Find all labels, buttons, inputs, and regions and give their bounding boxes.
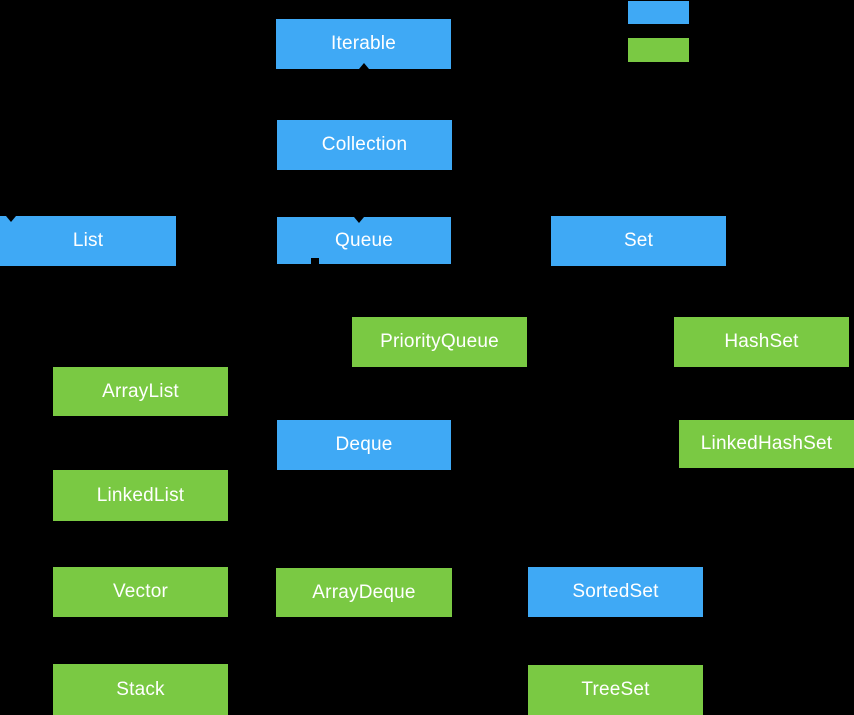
node-iterable: Iterable bbox=[276, 19, 451, 69]
node-label: HashSet bbox=[724, 331, 799, 352]
connector-arrowtip-iterable-bottom bbox=[359, 63, 369, 69]
node-label: Set bbox=[623, 230, 654, 251]
node-linkedhashset: LinkedHashSet bbox=[679, 420, 854, 468]
node-queue: Queue bbox=[277, 217, 451, 264]
node-vector: Vector bbox=[53, 567, 228, 617]
node-label: LinkedHashSet bbox=[700, 433, 833, 454]
node-label: LinkedList bbox=[96, 484, 185, 506]
node-label: PriorityQueue bbox=[380, 331, 499, 352]
node-arraydeque: ArrayDeque bbox=[276, 568, 452, 617]
node-label: Queue bbox=[334, 229, 394, 251]
connector-stub-queue-bottom bbox=[311, 258, 319, 267]
node-hashset: HashSet bbox=[674, 317, 849, 367]
node-arraylist: ArrayList bbox=[53, 367, 228, 416]
node-label: Iterable bbox=[331, 33, 396, 54]
node-priorityqueue: PriorityQueue bbox=[352, 317, 527, 367]
node-label: TreeSet bbox=[581, 679, 650, 700]
node-set: Set bbox=[551, 216, 726, 266]
node-sortedset: SortedSet bbox=[528, 567, 703, 617]
legend-class-color-swatch bbox=[628, 38, 689, 62]
node-label: List bbox=[72, 230, 104, 251]
node-label: SortedSet bbox=[572, 581, 659, 602]
node-label: Stack bbox=[116, 678, 165, 700]
legend-interface-color-swatch bbox=[628, 1, 689, 24]
node-label: Deque bbox=[335, 434, 393, 455]
node-label: Collection bbox=[321, 134, 408, 155]
node-treeset: TreeSet bbox=[528, 665, 703, 715]
node-deque: Deque bbox=[277, 420, 451, 470]
node-collection: Collection bbox=[277, 120, 452, 170]
node-stack: Stack bbox=[53, 664, 228, 715]
connector-arrowtip-list-top bbox=[6, 216, 16, 222]
node-linkedlist: LinkedList bbox=[53, 470, 228, 521]
node-label: ArrayList bbox=[102, 380, 179, 402]
node-label: ArrayDeque bbox=[312, 581, 416, 603]
connector-arrowtip-queue-top bbox=[354, 217, 364, 223]
node-label: Vector bbox=[112, 581, 169, 602]
node-list: List bbox=[0, 216, 176, 266]
